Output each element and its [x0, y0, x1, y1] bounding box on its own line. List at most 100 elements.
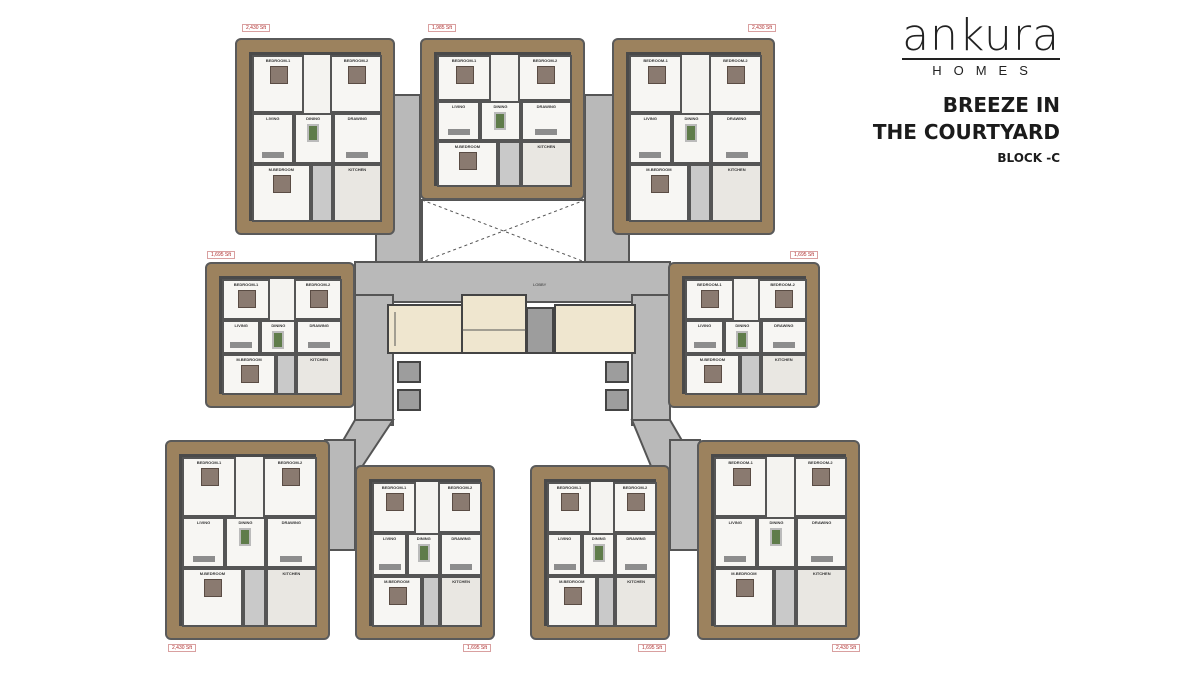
dining-table-icon — [494, 112, 507, 131]
room-mbed: M.BEDROOM — [222, 354, 276, 395]
room-label: LIVING — [266, 116, 280, 122]
room-label: KITCHEN — [452, 579, 470, 585]
room-living: LIVING — [252, 113, 294, 164]
unit-area-label: 2,430 Sft — [748, 24, 777, 32]
bed-icon — [270, 66, 288, 84]
bed-icon — [386, 493, 404, 511]
sofa-icon — [810, 555, 833, 562]
bed-icon — [204, 578, 223, 597]
room-mbed: M.BEDROOM — [547, 576, 597, 627]
room-label: BEDROOM-2 — [447, 485, 473, 490]
room-label: DINING — [493, 104, 508, 110]
room-dining: DINING — [407, 532, 441, 577]
room-label: BEDROOM-1 — [451, 58, 477, 63]
room-bed2: BEDROOM-2 — [438, 482, 482, 533]
room-drawing: DRAWING — [796, 516, 847, 568]
room-bed2: BEDROOM-2 — [518, 55, 572, 102]
dining-table-icon — [239, 527, 252, 546]
room-bed2: BEDROOM-2 — [263, 457, 317, 517]
room-bed2: BEDROOM-2 — [613, 482, 657, 533]
room-label: LIVING — [557, 535, 572, 541]
room-label: KITCHEN — [348, 166, 367, 172]
room-label: M.BEDROOM — [454, 143, 481, 149]
unit-area-label: 2,430 Sft — [832, 644, 861, 652]
room-drawing: DRAWING — [296, 319, 342, 355]
room-toilet — [596, 576, 616, 627]
sofa-icon — [639, 151, 662, 158]
sofa-icon — [280, 555, 303, 562]
room-label: M.BEDROOM — [268, 166, 294, 172]
room-toilet — [310, 163, 333, 222]
room-bed1: BEDROOM-1 — [714, 457, 768, 517]
room-label: KITCHEN — [537, 143, 556, 149]
room-label: KITCHEN — [627, 579, 645, 585]
bed-icon — [735, 578, 754, 597]
room-label: DINING — [769, 519, 784, 525]
room-label: M.BEDROOM — [559, 579, 585, 585]
room-label: DINING — [416, 535, 431, 541]
room-drawing: DRAWING — [332, 113, 382, 164]
room-dining: DINING — [225, 516, 266, 568]
room-kitchen: KITCHEN — [796, 567, 847, 627]
room-toilet — [497, 140, 521, 187]
bed-icon — [732, 468, 751, 486]
bed-icon — [627, 493, 645, 511]
room-label: BEDROOM-2 — [770, 282, 795, 287]
room-kitchen: KITCHEN — [440, 576, 482, 627]
room-label: BEDROOM-1 — [196, 460, 222, 465]
bed-icon — [537, 66, 555, 84]
block-label: BLOCK -C — [997, 151, 1060, 165]
room-label: DRAWING — [451, 535, 471, 541]
room-kitchen: KITCHEN — [711, 163, 762, 222]
room-living: LIVING — [222, 319, 261, 355]
room-kitchen: KITCHEN — [615, 576, 657, 627]
bed-icon — [456, 66, 474, 84]
room-living: LIVING — [437, 101, 481, 141]
room-bed1: BEDROOM-1 — [252, 55, 304, 114]
room-dining: DINING — [480, 101, 521, 141]
bed-icon — [727, 66, 746, 84]
dining-table-icon — [592, 543, 605, 562]
room-living: LIVING — [629, 113, 672, 164]
room-kitchen: KITCHEN — [520, 140, 572, 187]
unit-area-label: 1,695 Sft — [207, 251, 236, 259]
room-label: DRAWING — [536, 104, 556, 110]
room-mbed: M.BEDROOM — [372, 576, 422, 627]
room-label: DINING — [271, 322, 286, 328]
room-label: DINING — [684, 116, 699, 122]
logo-subtext: HOMES — [932, 63, 1040, 78]
room-label: DRAWING — [727, 116, 747, 122]
sofa-icon — [553, 564, 576, 571]
bed-icon — [704, 365, 723, 384]
bed-icon — [348, 66, 366, 84]
room-label: BEDROOM-1 — [556, 485, 582, 490]
bed-icon — [282, 468, 300, 486]
room-bed1: BEDROOM-1 — [372, 482, 416, 533]
room-toilet — [276, 354, 297, 395]
dining-table-icon — [736, 330, 749, 349]
sofa-icon — [772, 342, 795, 349]
bed-icon — [238, 290, 256, 308]
heading-line1: BREEZE IN — [942, 93, 1060, 117]
sofa-icon — [308, 342, 331, 349]
room-label: LIVING — [451, 104, 466, 110]
room-mbed: M.BEDROOM — [629, 163, 689, 222]
sofa-icon — [725, 151, 748, 158]
room-label: BEDROOM-1 — [381, 485, 407, 490]
room-label: BEDROOM-2 — [808, 460, 833, 465]
room-bed2: BEDROOM-2 — [294, 279, 342, 320]
room-mbed: M.BEDROOM — [685, 354, 740, 395]
room-label: KITCHEN — [774, 357, 793, 363]
room-label: KITCHEN — [310, 357, 329, 363]
room-kitchen: KITCHEN — [296, 354, 342, 395]
bed-icon — [563, 587, 582, 606]
unit-area-label: 1,695 Sft — [638, 644, 667, 652]
